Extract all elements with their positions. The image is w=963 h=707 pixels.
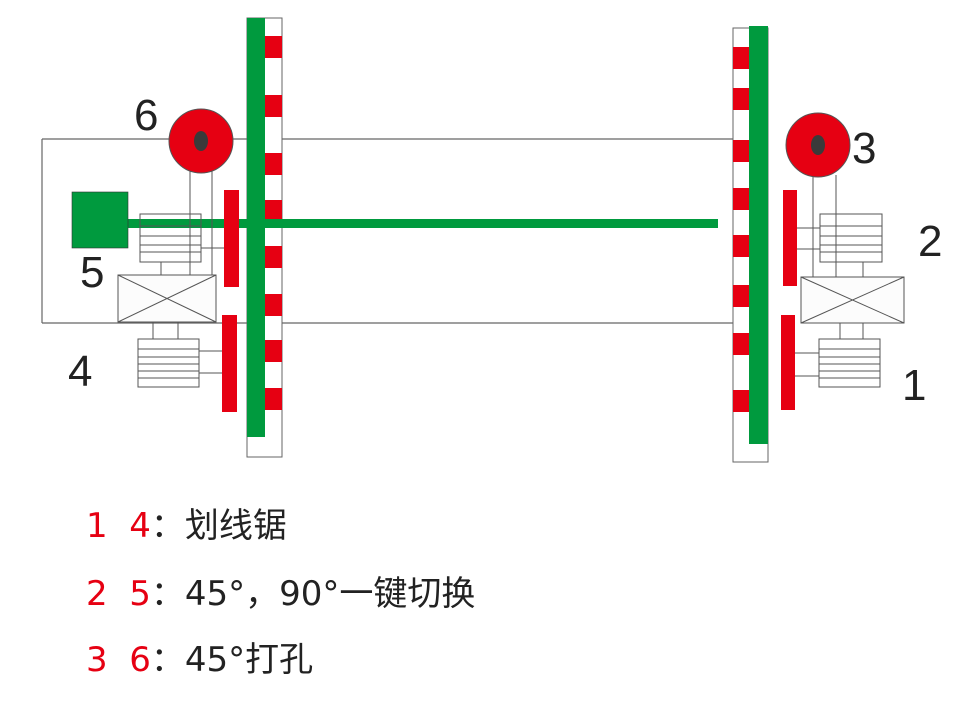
rail-segment (265, 340, 282, 362)
saw-blade-4 (222, 315, 237, 412)
rail-segment (733, 188, 749, 210)
saw-blade-5 (224, 190, 239, 287)
rail-segment (733, 47, 749, 69)
legend-row: 3 6：45°打孔 (86, 632, 313, 681)
rail-segment (733, 390, 749, 412)
drill-hole-icon (194, 131, 208, 151)
label-6: 6 (134, 91, 158, 140)
legend-sep: ： (150, 506, 185, 546)
frame (41, 138, 750, 324)
legend-nums: 3 6 (86, 640, 151, 680)
rail-segment (265, 153, 282, 175)
saw-blade-1 (781, 315, 795, 410)
rail-segment (733, 140, 749, 162)
label-1: 1 (902, 361, 926, 410)
rail-segment (265, 388, 282, 410)
label-3: 3 (852, 124, 876, 173)
rail-segment (265, 294, 282, 316)
green-motor (71, 191, 129, 249)
label-2: 2 (918, 217, 942, 266)
label-4: 4 (68, 347, 92, 396)
rail-segment (265, 246, 282, 268)
rail-segment (265, 200, 282, 222)
legend-sep: ： (150, 574, 185, 614)
label-5: 5 (80, 248, 104, 297)
right-assembly (795, 175, 905, 388)
left-rail (246, 17, 283, 458)
rail-segment (265, 36, 282, 58)
drill-hole-icon (811, 135, 825, 155)
rail-segment (733, 285, 749, 307)
legend-nums: 1 4 (86, 506, 151, 546)
rail-segment (265, 95, 282, 117)
legend-sep: ： (150, 640, 185, 680)
left-assembly (117, 170, 224, 388)
legend-text: 45°，90°一键切换 (184, 574, 476, 614)
green-shaft (128, 219, 718, 228)
legend-nums: 2 5 (86, 574, 151, 614)
legend-row: 1 4：划线锯 (86, 498, 287, 547)
right-rail (732, 26, 769, 463)
part-labels: 6 5 4 3 2 1 (68, 91, 942, 410)
rail-segment (733, 88, 749, 110)
rail-segment (733, 333, 749, 355)
rail-segment (733, 235, 749, 257)
legend-text: 划线锯 (184, 506, 287, 546)
legend-text: 45°打孔 (184, 640, 314, 680)
legend-row: 2 5：45°，90°一键切换 (86, 566, 475, 615)
saw-blade-2 (783, 190, 797, 286)
